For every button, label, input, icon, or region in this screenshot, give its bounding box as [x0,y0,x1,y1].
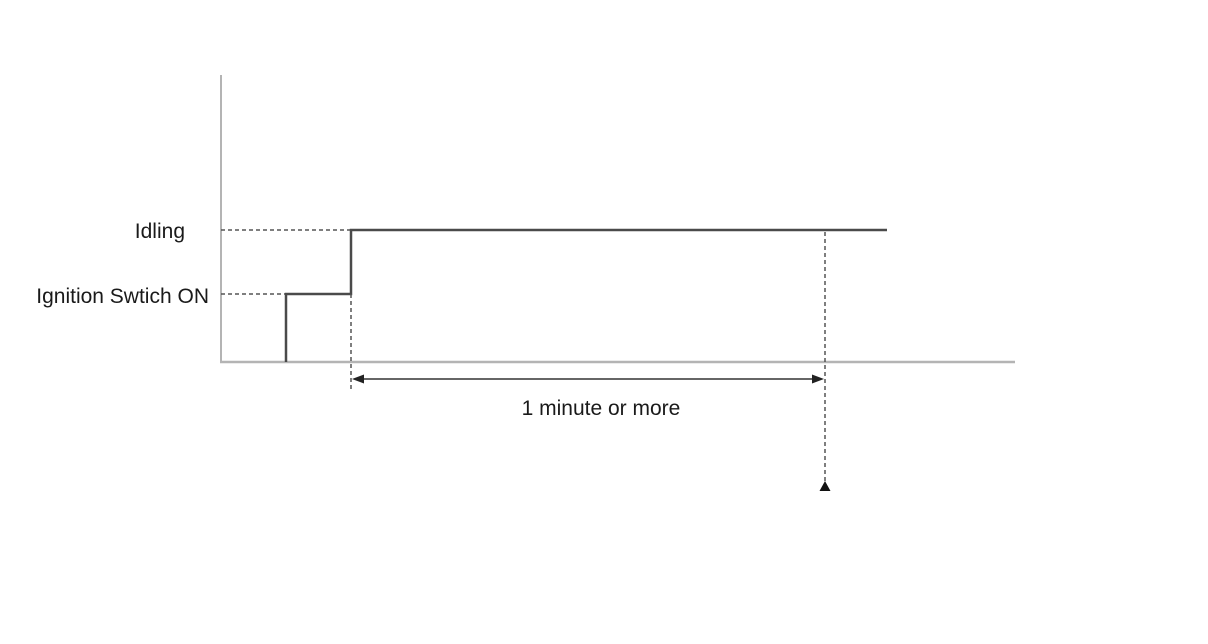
signal-step-line [284,228,887,362]
duration-arrow-left-icon [352,374,364,384]
duration-arrow-right-icon [812,374,824,384]
duration-label: 1 minute or more [522,397,681,420]
idling-label: Idling [135,220,185,243]
ignition-switch-on-label: Ignition Swtich ON [36,285,209,308]
end-marker-triangle-icon [819,481,831,491]
